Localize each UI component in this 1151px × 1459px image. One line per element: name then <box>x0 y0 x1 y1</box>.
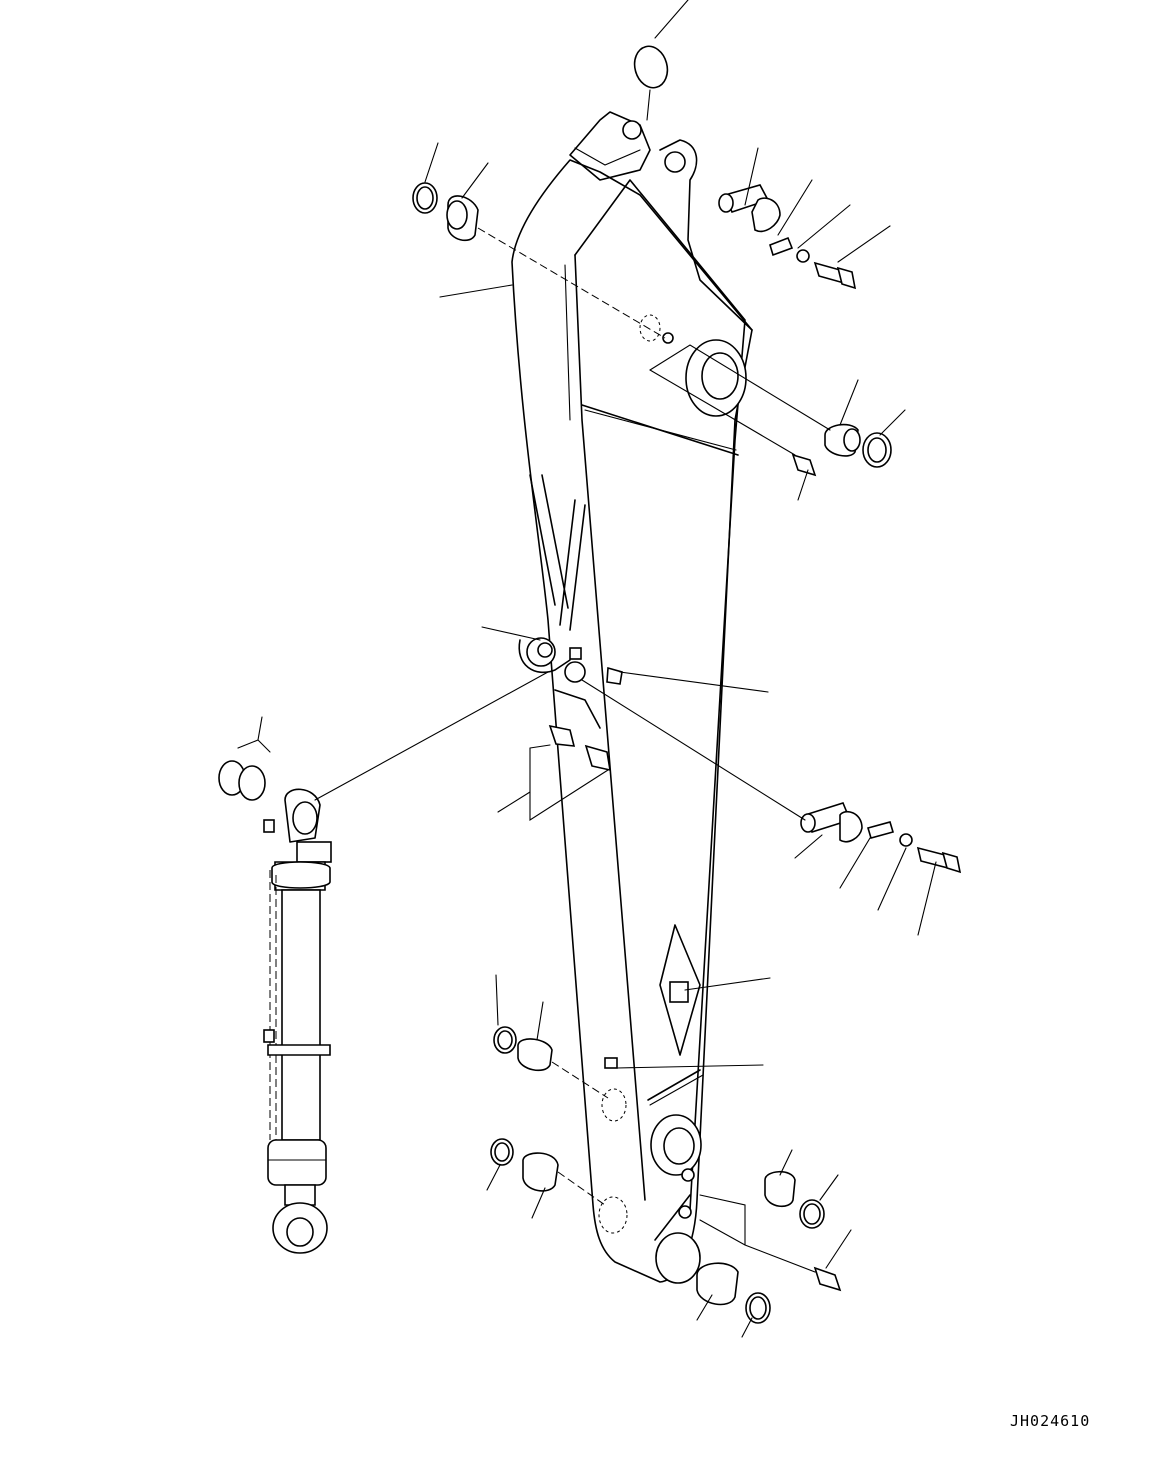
spacer-plate <box>769 236 794 257</box>
bushing <box>522 1152 559 1192</box>
cylinder-head-eye <box>292 801 318 835</box>
top-pin-hole <box>664 151 686 173</box>
arm-weldment <box>511 111 753 1284</box>
cylinder-tube <box>281 889 321 1141</box>
pin-lock-plate <box>751 197 781 233</box>
leader-lines <box>237 0 937 1338</box>
washer <box>796 249 810 263</box>
cylinder-port <box>296 841 332 863</box>
hydraulic-cylinder <box>218 760 332 1254</box>
lower-pin-boss <box>655 1232 701 1284</box>
shim <box>238 765 266 801</box>
washer <box>899 833 913 847</box>
bushing <box>517 1038 553 1072</box>
top-parts <box>412 45 892 477</box>
bushing <box>696 1262 739 1306</box>
shim <box>633 45 669 89</box>
pin-lock-plate <box>839 811 863 843</box>
top-bracket-hole <box>622 120 642 140</box>
clamp-bracket <box>548 724 576 747</box>
bolt <box>916 846 950 870</box>
bottom-parts <box>490 802 962 1324</box>
grease-fitting <box>791 453 817 477</box>
plate-block <box>669 981 689 1003</box>
diamond-plate <box>659 924 701 1056</box>
clamp-bracket <box>606 666 623 685</box>
bushing <box>764 1170 796 1208</box>
clamp-bracket <box>584 744 611 772</box>
spacer-plate <box>866 821 895 839</box>
drawing-code: JH024610 <box>1010 1412 1091 1430</box>
grease-fitting-block <box>604 1057 618 1069</box>
cylinder-gland <box>267 1139 327 1186</box>
grease-fitting <box>813 1266 842 1292</box>
